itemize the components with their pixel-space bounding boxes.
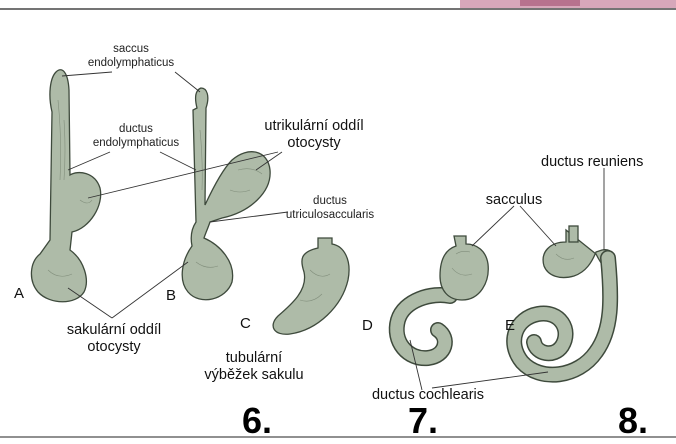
label-utrikularni-2: otocysty: [287, 135, 341, 151]
stage-b-otocyst: [182, 88, 270, 300]
stage-e-stalk: [569, 226, 578, 242]
label-utrikularni-1: utrikulární oddíl: [264, 118, 363, 134]
slide-numbers: 6. 7. 8.: [242, 400, 648, 439]
label-tubularni-2: výběžek sakulu: [204, 367, 303, 383]
number-6: 6.: [242, 400, 272, 439]
stage-e-otocyst: [514, 226, 614, 375]
label-sakularni-1: sakulární oddíl: [67, 322, 161, 338]
letter-a: A: [14, 285, 24, 302]
stage-a-otocyst: [31, 70, 100, 302]
label-ductus-reuniens: ductus reuniens: [541, 154, 643, 170]
label-tubularni-1: tubulární: [226, 350, 282, 366]
stage-d-otocyst: [397, 236, 489, 358]
label-ductus-endo-2: endolymphaticus: [93, 137, 180, 149]
number-7: 7.: [408, 400, 438, 439]
label-sakularni-2: otocysty: [87, 339, 141, 355]
number-8: 8.: [618, 400, 648, 439]
label-saccus-1: saccus: [113, 43, 149, 55]
stage-c-otocyst: [273, 238, 349, 334]
label-ductus-endo-1: ductus: [119, 123, 153, 135]
label-ductus-utric-2: utriculosaccularis: [286, 209, 374, 221]
label-saccus-2: endolymphaticus: [88, 57, 175, 69]
banner-image-detail: [520, 0, 580, 6]
label-ductus-utric-1: ductus: [313, 195, 347, 207]
letter-d: D: [362, 317, 373, 334]
letter-c: C: [240, 315, 251, 332]
label-sacculus: sacculus: [486, 192, 542, 208]
letter-b: B: [166, 287, 176, 304]
letter-e: E: [505, 317, 515, 334]
